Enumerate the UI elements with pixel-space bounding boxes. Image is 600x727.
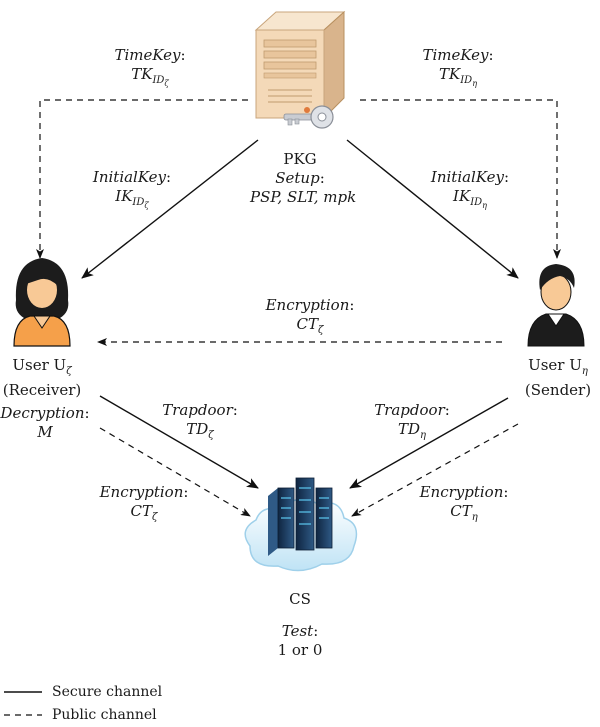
pkg-server-icon — [254, 10, 346, 120]
receiver-role: (Receiver) — [2, 381, 82, 399]
initialkey-right-channel — [346, 139, 519, 279]
timekey-right-channel — [360, 99, 561, 259]
timekey-right-value: TKIDη — [439, 65, 477, 88]
sender-label: User Uη (Sender) — [516, 356, 600, 400]
encryption-left-title: Encryption — [99, 483, 184, 501]
legend-public-label: Public channel — [52, 707, 157, 723]
encryption-top-title: Encryption — [265, 296, 350, 314]
encryption-left-value: CTζ — [130, 502, 158, 523]
decryption-value: M — [37, 423, 53, 441]
sender-user-icon — [527, 264, 585, 347]
decryption-label: Decryption: M — [0, 404, 90, 441]
timekey-left-title: TimeKey — [114, 46, 181, 64]
trapdoor-left-value: TDζ — [186, 420, 214, 441]
encryption-right-title: Encryption — [419, 483, 504, 501]
pkg-setup-title: Setup — [275, 169, 320, 187]
test-value: 1 or 0 — [277, 641, 323, 659]
trapdoor-left-channel — [99, 395, 259, 489]
timekey-right-title: TimeKey — [422, 46, 489, 64]
initialkey-left-label: InitialKey: IKIDζ — [92, 168, 172, 210]
encryption-right-label: Encryption: CTη — [419, 483, 509, 523]
pkg-setup-value: PSP, SLT, mpk — [250, 188, 357, 206]
trapdoor-right-label: Trapdoor: TDη — [374, 401, 450, 441]
timekey-left-value: TKIDζ — [131, 65, 169, 88]
receiver-user-icon — [13, 258, 71, 347]
trapdoor-right-channel — [349, 397, 509, 489]
initialkey-right-title: InitialKey — [430, 168, 505, 186]
cs-name: CS — [289, 590, 311, 608]
encryption-left-channel — [99, 427, 251, 517]
initialkey-right-value: IKIDη — [453, 187, 487, 210]
initialkey-right-label: InitialKey: IKIDη — [430, 168, 510, 210]
encryption-left-label: Encryption: CTζ — [99, 483, 189, 523]
timekey-right-label: TimeKey: TKIDη — [422, 46, 494, 88]
trapdoor-right-value: TDη — [397, 420, 427, 441]
encryption-top-value: CTζ — [296, 315, 324, 336]
pkg-name: PKG — [283, 150, 317, 168]
cloud-server-icon — [244, 477, 358, 572]
sender-name: User Uη — [528, 356, 588, 377]
trapdoor-right-title: Trapdoor — [374, 401, 445, 419]
encryption-right-value: CTη — [450, 502, 478, 523]
encryption-top-label: Encryption: CTζ — [265, 296, 355, 336]
timekey-left-channel — [36, 99, 248, 259]
receiver-name: User Uζ — [12, 356, 72, 377]
timekey-left-label: TimeKey: TKIDζ — [114, 46, 186, 88]
trapdoor-left-title: Trapdoor — [162, 401, 233, 419]
initialkey-left-value: IKIDζ — [115, 187, 149, 210]
key-icon — [283, 105, 334, 129]
pkg-label: PKG Setup: PSP, SLT, mpk — [250, 150, 357, 206]
sender-role: (Sender) — [524, 381, 592, 399]
trapdoor-left-label: Trapdoor: TDζ — [162, 401, 238, 441]
decryption-title: Decryption — [0, 404, 85, 422]
legend-secure-label: Secure channel — [52, 684, 163, 700]
cs-label: CS — [250, 590, 350, 609]
test-label: Test: 1 or 0 — [277, 622, 323, 659]
encryption-right-channel — [351, 423, 519, 517]
initialkey-left-title: InitialKey — [92, 168, 167, 186]
test-title: Test — [281, 622, 314, 640]
initialkey-left-channel — [81, 139, 259, 279]
receiver-label: User Uζ (Receiver) — [0, 356, 84, 400]
